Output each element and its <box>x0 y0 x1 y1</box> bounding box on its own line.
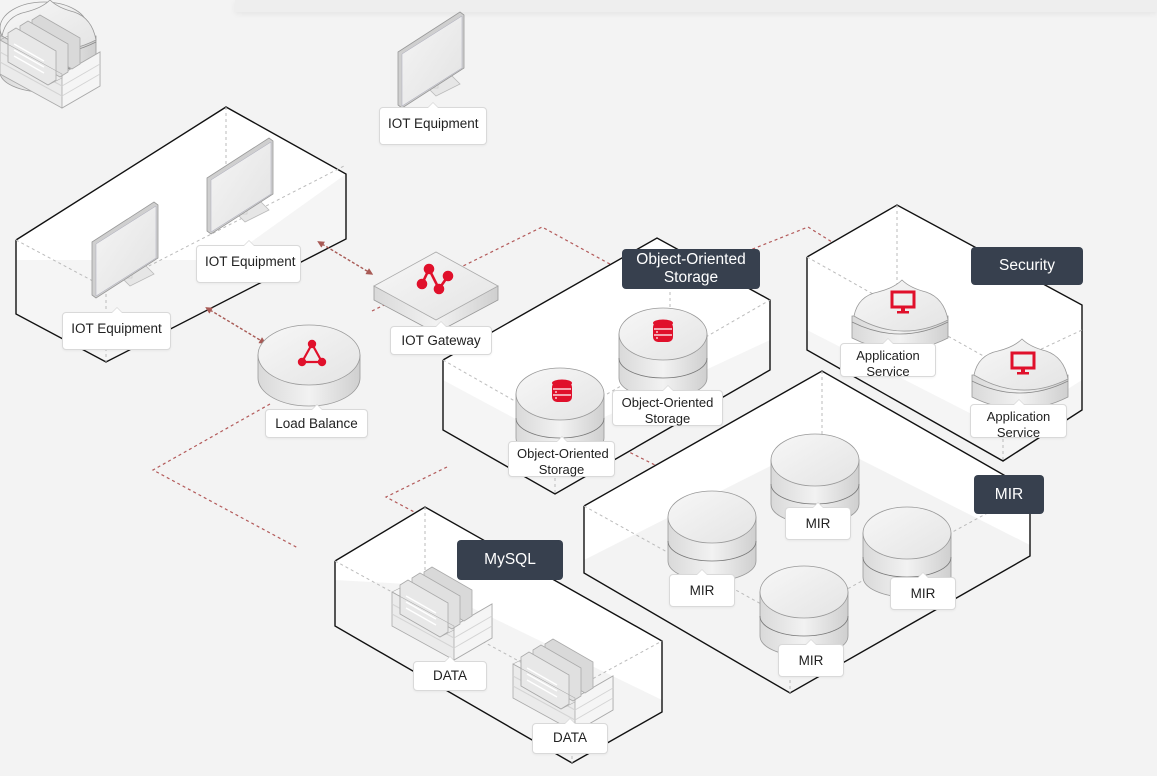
arrow-iot-to-loadbalance <box>205 307 267 344</box>
connector-object-storage-to-mir <box>384 466 448 515</box>
load-balance-icon <box>297 339 327 367</box>
label-line: Object-Oriented <box>517 446 609 461</box>
tag-line: Object-Oriented <box>636 251 746 268</box>
label-line: Application <box>986 409 1051 424</box>
node-label-app-service-1[interactable]: Application Service <box>840 338 936 379</box>
desktop-icon <box>890 290 916 314</box>
database-icon <box>551 378 573 403</box>
database-icon <box>653 319 673 342</box>
arrow-iot-to-gateway <box>317 241 374 275</box>
tag-line: Storage <box>663 269 719 286</box>
node-label-iot-equipment-front[interactable]: IOT Equipment <box>62 307 171 350</box>
mir-cylinder <box>759 565 849 657</box>
node-label-app-service-2[interactable]: Application Service <box>970 399 1067 440</box>
file-server-icon <box>0 14 101 109</box>
group-tag-object-storage[interactable]: Object-Oriented Storage <box>622 249 760 289</box>
label-line: Application <box>856 348 920 363</box>
node-label-data-1[interactable]: DATA <box>413 656 487 691</box>
node-label-object-storage-2[interactable]: Object-Oriented Storage <box>508 436 615 477</box>
connector-object-storage-to-mir-2 <box>624 449 656 466</box>
group-tag-mysql[interactable]: MySQL <box>457 540 563 580</box>
node-label-mir-4[interactable]: MIR <box>778 639 844 677</box>
connector-loadbalance-to-mysql <box>151 403 299 549</box>
node-label-object-storage-1[interactable]: Object-Oriented Storage <box>612 385 723 426</box>
node-label-data-2[interactable]: DATA <box>532 718 608 754</box>
group-tag-security[interactable]: Security <box>971 247 1083 285</box>
node-label-iot-equipment-top[interactable]: IOT Equipment <box>379 102 487 145</box>
node-label-mir-3[interactable]: MIR <box>890 572 956 610</box>
label-line: Storage <box>644 411 691 426</box>
connector-object-storage-to-security <box>729 226 833 259</box>
group-tag-mir[interactable]: MIR <box>974 475 1044 514</box>
node-label-mir-2[interactable]: MIR <box>669 569 735 607</box>
node-label-mir-1[interactable]: MIR <box>785 502 851 540</box>
label-line: Service <box>866 364 910 379</box>
label-line: Object-Oriented <box>621 395 714 410</box>
top-toolbar-strip <box>235 0 1157 12</box>
monitor-icon <box>397 11 465 109</box>
node-label-iot-equipment-back[interactable]: IOT Equipment <box>196 240 301 283</box>
node-label-iot-gateway[interactable]: IOT Gateway <box>390 321 492 355</box>
network-path-icon <box>416 263 454 295</box>
node-label-load-balance[interactable]: Load Balance <box>265 404 368 438</box>
mir-cylinder <box>667 490 757 582</box>
load-balance-device <box>257 324 361 407</box>
label-line: Service <box>996 425 1041 440</box>
label-line: Storage <box>538 462 585 477</box>
